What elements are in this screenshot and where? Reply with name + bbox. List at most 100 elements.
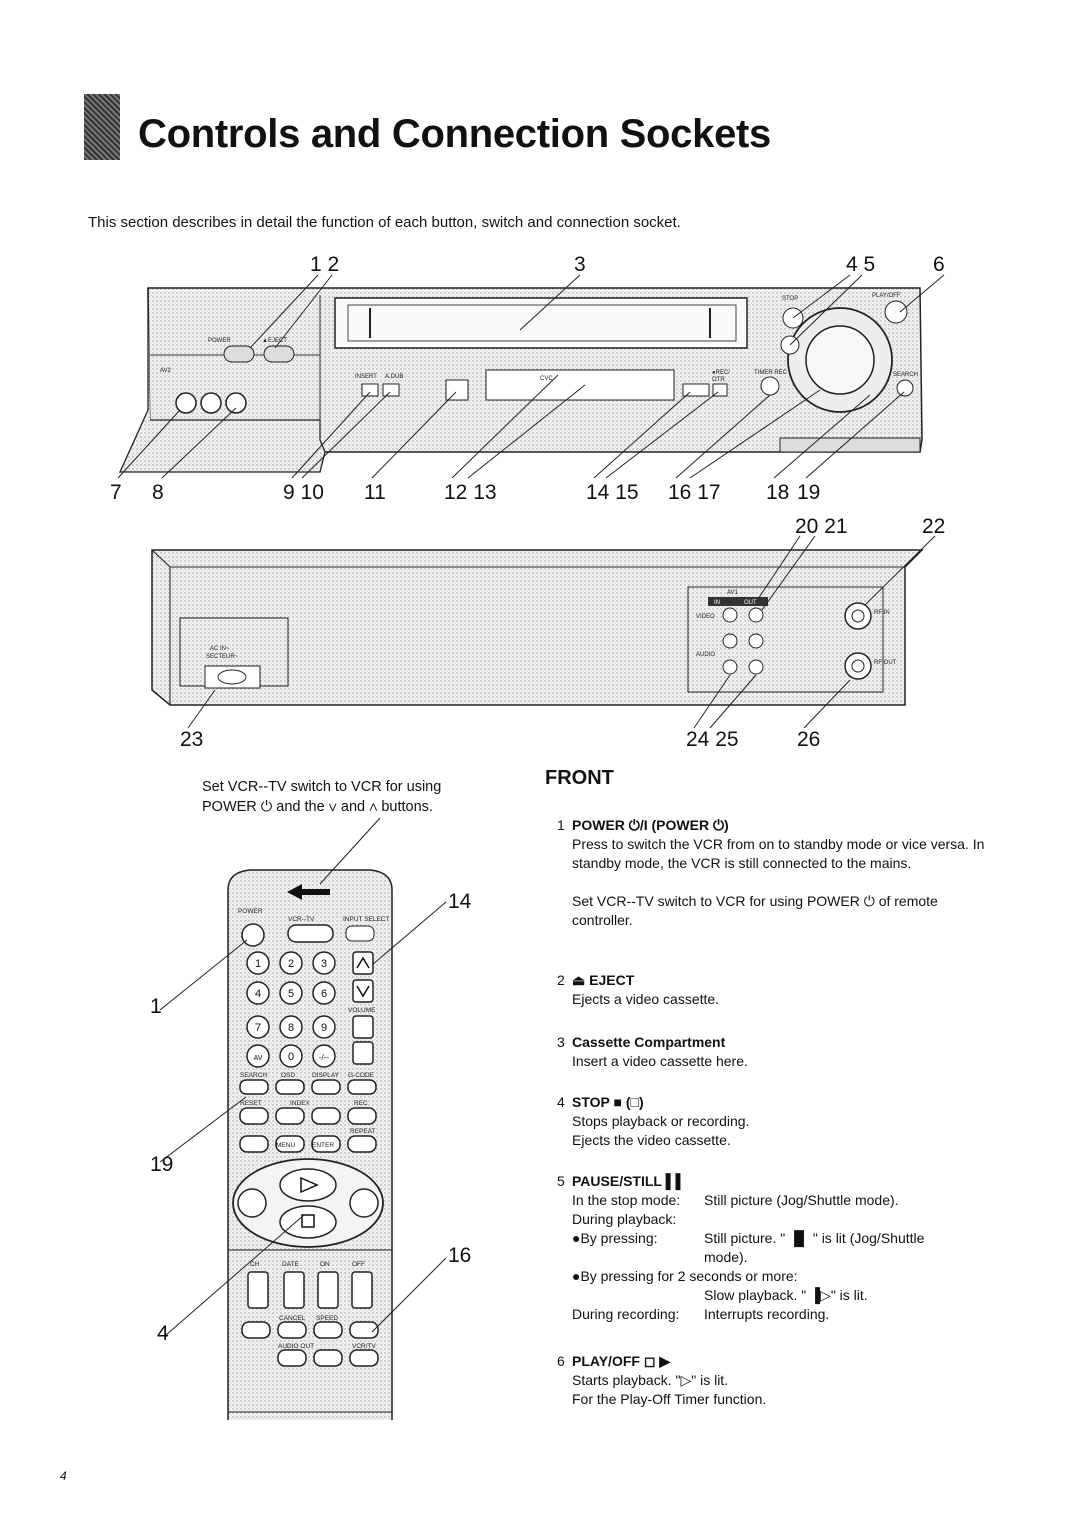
rear-label-audio: AUDIO [696, 652, 715, 658]
callout-18: 18 [766, 481, 790, 504]
rear-label-acin: AC IN~ [210, 646, 230, 652]
callout-26: 26 [797, 728, 821, 751]
remote-callout-16: 16 [448, 1244, 472, 1267]
remote-label-gcode: G-CODE [348, 1072, 375, 1079]
svg-text:3: 3 [321, 958, 327, 970]
front-label-otr: OTR [712, 377, 725, 383]
entry-5-title: PAUSE/STILL ▌▌ [572, 1173, 686, 1189]
svg-text:5: 5 [288, 988, 294, 1000]
remote-label-date: DATE [282, 1261, 300, 1268]
entry-2-line1: Ejects a video cassette. [572, 991, 720, 1007]
remote-label-enter: ENTER [312, 1142, 334, 1149]
pause-row-6: During recording:Interrupts recording. [572, 1306, 830, 1322]
remote-callout-14: 14 [448, 890, 472, 913]
remote-label-display: DISPLAY [312, 1072, 340, 1079]
entry-2-title: ⏏ EJECT [572, 972, 635, 988]
svg-text:8: 8 [288, 1022, 294, 1034]
remote-label-reset: RESET [240, 1100, 262, 1107]
callout-16-17: 16 17 [668, 481, 721, 504]
entry-6-num: 6 [557, 1353, 565, 1369]
remote-label-off: OFF [352, 1261, 365, 1268]
callout-4-5: 4 5 [846, 253, 876, 276]
svg-text:AV: AV [254, 1055, 263, 1062]
callout-23: 23 [180, 728, 204, 751]
pause-row-4: ●By pressing for 2 seconds or more: [572, 1268, 798, 1284]
entry-1-line1: Press to switch the VCR from on to stand… [572, 836, 985, 871]
remote-label-cancel: CANCEL [279, 1315, 306, 1322]
entry-2: 2⏏ EJECT Ejects a video cassette. [557, 971, 992, 1009]
entry-6: 6 PLAY/OFF ◻ ▶ Starts playback. "▷" is li… [557, 1352, 992, 1409]
pause-row-2: During playback: [572, 1211, 677, 1227]
callout-14-15: 14 15 [586, 481, 639, 504]
remote-callout-4: 4 [157, 1322, 169, 1345]
remote-label-menu: MENU [276, 1142, 295, 1149]
entry-3-title: Cassette Compartment [572, 1034, 726, 1050]
entry-6-title: PLAY/OFF ◻ ▶ [572, 1353, 671, 1369]
svg-text:7: 7 [255, 1022, 261, 1034]
front-label-playoff: PLAY/OFF [872, 293, 901, 299]
callout-12-13: 12 13 [444, 481, 497, 504]
entry-4-line2: Ejects the video cassette. [572, 1132, 731, 1148]
front-label-av2: AV2 [160, 368, 172, 374]
remote-callout-1: 1 [150, 995, 162, 1018]
remote-note-line1: Set VCR--TV switch to VCR for using [202, 779, 442, 795]
callout-22: 22 [922, 515, 946, 538]
entry-1-line3: Set VCR--TV switch to VCR for using POWE… [572, 893, 938, 928]
callout-9-10: 9 10 [283, 481, 324, 504]
remote-label-ch: CH [250, 1261, 260, 1268]
front-label-eject: ▲EJECT [262, 338, 287, 344]
entry-5-num: 5 [557, 1173, 565, 1189]
entry-6-line1: Starts playback. "▷" is lit. [572, 1372, 729, 1388]
remote-label-vcrtv: VCR--TV [288, 916, 315, 923]
remote-label-osd: OSD [281, 1072, 295, 1079]
svg-text:4: 4 [255, 988, 261, 1000]
pause-row-3: ●By pressing:Still picture. " ▐▌ " is li… [572, 1230, 925, 1265]
title-marker [84, 94, 120, 160]
intro-text: This section describes in detail the fun… [88, 214, 681, 231]
remote-label-power: POWER [238, 908, 263, 915]
entry-4-title: STOP ■ (□) [572, 1094, 644, 1110]
rear-label-rfin: RF IN [874, 610, 890, 616]
remote-label-search: SEARCH [240, 1072, 267, 1079]
entry-4-num: 4 [557, 1094, 565, 1110]
callout-7: 7 [110, 481, 122, 504]
callout-20-21: 20 21 [795, 515, 848, 538]
callout-19: 19 [797, 481, 821, 504]
front-label-stop: STOP [782, 296, 798, 302]
callout-1-2: 1 2 [310, 253, 340, 276]
remote-label-rec: REC [354, 1100, 368, 1107]
vcr-front-illustration: POWER ▲EJECT AV2 INSERT A.DUB CVC ●REC/ … [117, 274, 945, 479]
rear-label-secteur: SECTEUR~ [206, 654, 239, 660]
front-label-timer: TIMER REC [754, 370, 788, 376]
remote-label-on: ON [320, 1261, 330, 1268]
front-heading: FRONT [545, 767, 614, 789]
front-label-search: SEARCH [893, 372, 918, 378]
callout-3: 3 [574, 253, 586, 276]
entry-6-line2: For the Play-Off Timer function. [572, 1391, 767, 1407]
page-title: Controls and Connection Sockets [138, 112, 771, 156]
callout-24-25: 24 25 [686, 728, 739, 751]
svg-text:6: 6 [321, 988, 327, 1000]
remote-note: Set VCR--TV switch to VCR for using POWE… [202, 777, 502, 817]
remote-label-vcrtv2: VCR/TV [352, 1343, 377, 1350]
front-label-insert: INSERT [355, 374, 377, 380]
rear-label-video: VIDEO [696, 614, 715, 620]
callout-11: 11 [364, 481, 386, 504]
rear-label-in: IN [714, 600, 720, 606]
rear-label-out: OUT [744, 600, 757, 606]
entry-1-title: POWER ⏻/I (POWER ⏻) [572, 817, 729, 833]
remote-label-speed: SPEED [316, 1315, 338, 1322]
remote-callout-19: 19 [150, 1153, 174, 1176]
svg-text:9: 9 [321, 1022, 327, 1034]
svg-text:-/--: -/-- [319, 1053, 330, 1062]
pause-row-5: Slow playback. " ▐▷" is lit. [704, 1287, 868, 1303]
entry-3-num: 3 [557, 1034, 565, 1050]
front-label-adub: A.DUB [385, 374, 403, 380]
entry-4: 4 STOP ■ (□) Stops playback or recording.… [557, 1093, 992, 1150]
remote-label-volume: VOLUME [348, 1007, 376, 1014]
entry-4-line1: Stops playback or recording. [572, 1113, 750, 1129]
